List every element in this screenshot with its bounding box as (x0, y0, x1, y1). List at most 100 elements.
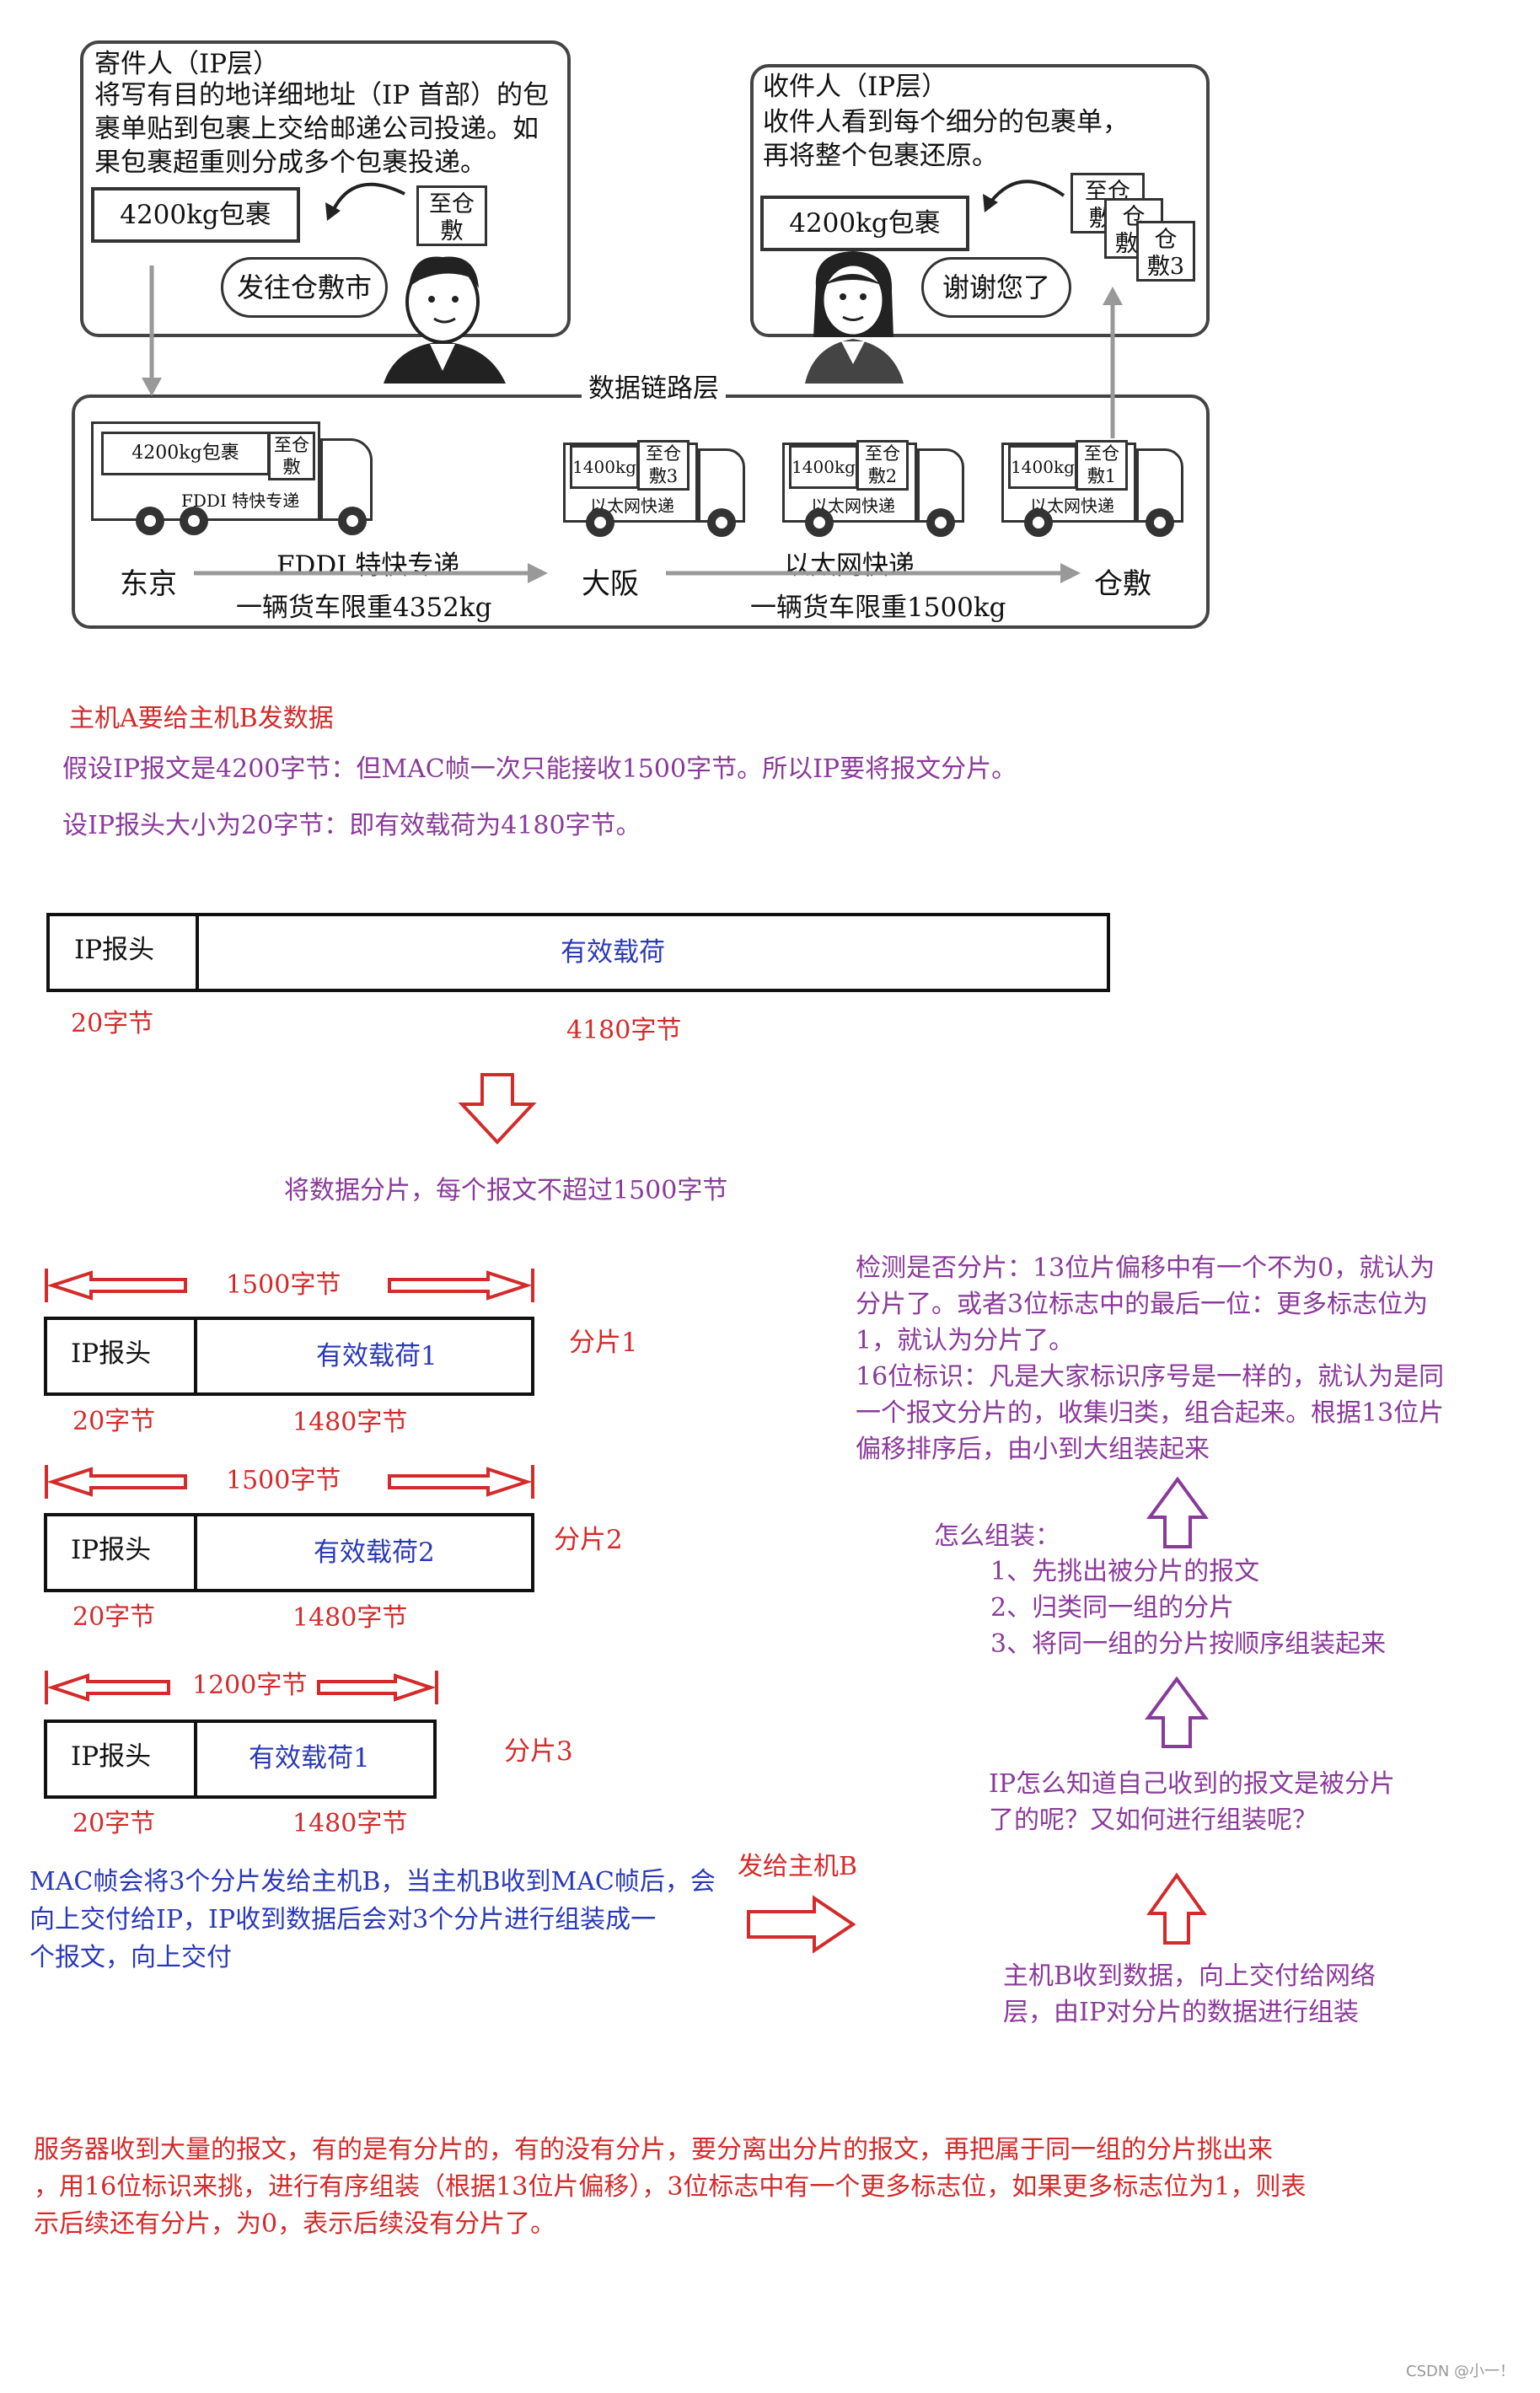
fragment-1-total: 1500字节 (226, 1270, 341, 1300)
sender-down-arrow-head (142, 378, 162, 396)
fragment-3-payload-size: 1480字节 (292, 1809, 408, 1838)
fragment-1-header: IP报头 (71, 1339, 152, 1369)
route-2-name: 以太网快递 (784, 550, 915, 581)
received-line-1: 主机B收到数据，向上交付给网络 (1003, 1961, 1376, 1991)
whole-packet-payload: 有效载荷 (561, 937, 665, 968)
truck-3-tag: 至仓 敷2 (856, 440, 909, 491)
sender-line-2: 裹单贴到包裹上交给邮递公司投递。如 (94, 114, 539, 144)
whole-packet-payload-size: 4180字节 (566, 1016, 682, 1045)
mac-note-line-3: 个报文，向上交付 (30, 1943, 232, 1972)
detect-line-6: 偏移排序后，由小到大组装起来 (856, 1435, 1210, 1464)
receiver-speech: 谢谢您了 (921, 257, 1071, 318)
send-to-b-label: 发给主机B (738, 1852, 858, 1881)
route-2-arrow-head (1060, 563, 1081, 583)
whole-packet-header-size: 20字节 (71, 1009, 154, 1038)
intro-line-2: 假设IP报文是4200字节：但MAC帧一次只能接收1500字节。所以IP要将报文… (62, 754, 1017, 784)
fragment-1-label: 分片1 (569, 1328, 638, 1358)
city-kurashiki: 仓敷 (1094, 567, 1151, 601)
fragment-3-label: 分片3 (504, 1736, 573, 1767)
intro-line-3: 设IP报头大小为20字节：即有效载荷为4180字节。 (62, 811, 641, 840)
sender-speech: 发往仓敷市 (221, 257, 388, 318)
how-title: 怎么组装： (934, 1521, 1060, 1551)
fragment-3-header: IP报头 (71, 1741, 152, 1772)
person-female-icon (805, 251, 904, 384)
fragment-2-label: 分片2 (554, 1525, 623, 1555)
fragment-3-divider (194, 1720, 197, 1799)
truck-4-tag: 至仓 敷1 (1076, 440, 1128, 491)
whole-packet-header: IP报头 (74, 935, 155, 965)
summary-line-1: 服务器收到大量的报文，有的是有分片的，有的没有分片，要分离出分片的报文，再把属于… (34, 2135, 1273, 2165)
split-note: 将数据分片，每个报文不超过1500字节 (284, 1176, 728, 1205)
detect-line-1: 检测是否分片：13位片偏移中有一个不为0，就认为 (856, 1253, 1435, 1283)
fragment-2-payload-size: 1480字节 (292, 1603, 408, 1633)
mac-note-line-1: MAC帧会将3个分片发给主机B，当主机B收到MAC帧后，会 (30, 1867, 716, 1897)
fragment-2 (44, 1513, 534, 1592)
up-arrow-red-icon (1146, 1872, 1207, 1945)
detect-line-4: 16位标识：凡是大家标识序号是一样的，就认为是同 (856, 1362, 1445, 1392)
route-1-name: FDDI 特快专递 (276, 550, 460, 581)
fragment-3-total: 1200字节 (192, 1671, 308, 1700)
receiver-package: 4200kg包裹 (760, 196, 969, 251)
sender-line-3: 果包裹超重则分成多个包裹投递。 (94, 148, 486, 178)
how-step-3: 3、将同一组的分片按顺序组装起来 (990, 1629, 1387, 1659)
up-arrow-purple-upper-icon (1146, 1476, 1209, 1548)
receiver-up-arrow-head (1103, 287, 1123, 305)
fragment-2-total: 1500字节 (226, 1466, 341, 1495)
fragment-2-header-size: 20字节 (72, 1602, 156, 1632)
sender-curve-arrow (331, 182, 405, 212)
detect-line-3: 1，就认为分片了。 (856, 1326, 1075, 1355)
detect-line-5: 一个报文分片的，收集归类，组合起来。根据13位片 (856, 1398, 1445, 1428)
route-2-limit: 一辆货车限重1500kg (750, 593, 1006, 623)
fragment-1-divider (194, 1317, 197, 1396)
down-arrow-icon (458, 1073, 537, 1145)
truck-2-tag: 至仓 敷3 (637, 440, 690, 491)
receiver-title: 收件人（IP层） (763, 72, 948, 102)
right-arrow-icon (747, 1895, 856, 1954)
up-arrow-purple-lower-icon (1145, 1676, 1209, 1748)
received-line-2: 层，由IP对分片的数据进行组装 (1003, 1998, 1360, 2027)
link-layer-title: 数据链路层 (582, 371, 726, 406)
receiver-tag-3: 仓 敷3 (1136, 221, 1195, 282)
fragment-1-payload-size: 1480字节 (292, 1408, 408, 1437)
sender-tag: 至仓 敷 (416, 185, 487, 246)
mac-note-line-2: 向上交付给IP，IP收到数据后会对3个分片进行组装成一 (30, 1905, 657, 1934)
truck-1-side: FDDI 特快专递 (181, 491, 300, 511)
fragment-2-header: IP报头 (71, 1535, 152, 1565)
fragment-2-divider (194, 1513, 197, 1592)
fragment-3-payload: 有效载荷1 (249, 1743, 370, 1773)
receiver-line-1: 收件人看到每个细分的包裹单， (763, 107, 1129, 137)
intro-line-1: 主机A要给主机B发数据 (69, 704, 334, 733)
route-1-limit: 一辆货车限重4352kg (236, 593, 492, 623)
detect-line-2: 分片了。或者3位标志中的最后一位：更多标志位为 (856, 1290, 1429, 1319)
sender-package: 4200kg包裹 (91, 187, 300, 243)
route-1-arrow-head (528, 563, 548, 583)
sender-curve-arrow-head (325, 202, 341, 221)
city-osaka: 大阪 (582, 567, 639, 601)
receiver-curve-arrow-head (983, 194, 998, 212)
question-line-1: IP怎么知道自己收到的报文是被分片 (989, 1769, 1396, 1799)
whole-packet-divider (196, 913, 199, 992)
receiver-curve-arrow (989, 180, 1065, 204)
fragment-3-header-size: 20字节 (72, 1809, 156, 1838)
truck-1-tag: 至仓 敷 (268, 432, 315, 480)
summary-line-3: 示后续还有分片，为0，表示后续没有分片了。 (34, 2209, 556, 2239)
sender-line-1: 将写有目的地详细地址（IP 首部）的包 (94, 80, 549, 110)
how-step-2: 2、归类同一组的分片 (990, 1593, 1235, 1623)
sender-title: 寄件人（IP层） (94, 49, 280, 79)
receiver-line-2: 再将整个包裹还原。 (763, 141, 998, 171)
fragment-2-payload: 有效载荷2 (314, 1537, 435, 1568)
how-step-1: 1、先挑出被分片的报文 (990, 1557, 1260, 1586)
summary-line-2: ，用16位标识来挑，进行有序组装（根据13位片偏移），3位标志中有一个更多标志位… (34, 2172, 1307, 2202)
question-line-2: 了的呢？又如何进行组装呢？ (989, 1805, 1317, 1835)
fragment-1 (44, 1317, 534, 1396)
fragment-1-payload: 有效载荷1 (316, 1341, 437, 1371)
city-tokyo: 东京 (120, 567, 177, 601)
fragment-3 (44, 1720, 437, 1799)
figure-drawings (136, 180, 1174, 583)
truck-wheels (136, 507, 1174, 537)
whole-packet (46, 913, 1110, 992)
watermark: CSDN @小一！ (1406, 2363, 1516, 2380)
fragment-1-header-size: 20字节 (72, 1407, 156, 1436)
person-male-icon (384, 256, 506, 384)
truck-4-cargo: 1400kg (1008, 445, 1077, 489)
